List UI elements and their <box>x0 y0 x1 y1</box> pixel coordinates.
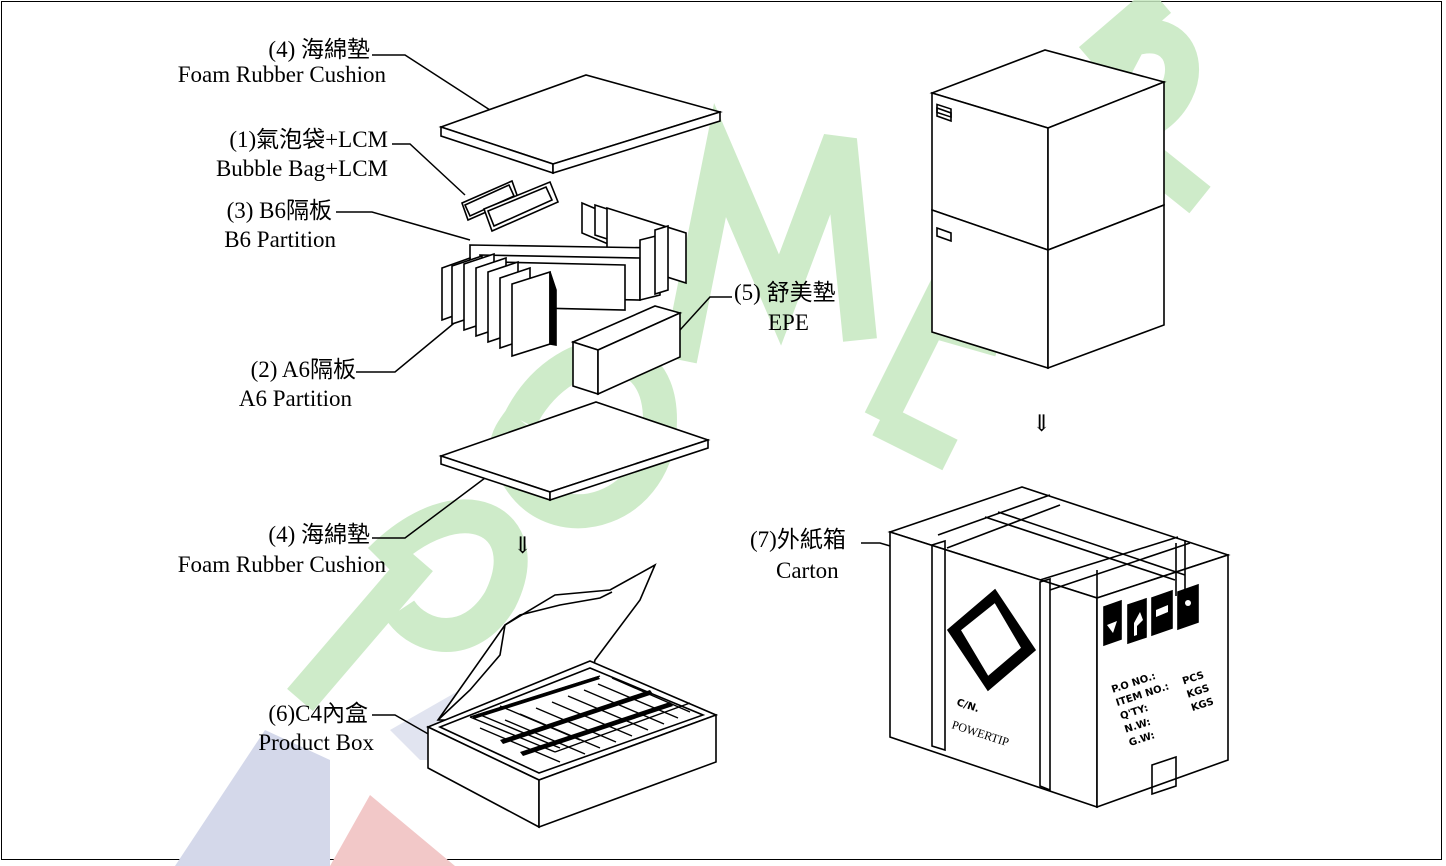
leader-foam-bottom <box>372 477 486 539</box>
label-box-zh: (6)C4內盒 <box>268 701 368 726</box>
arrow-down-1: ⇓ <box>513 533 532 558</box>
watermark-red-block <box>330 795 455 866</box>
label-b6-zh: (3) B6隔板 <box>227 198 332 223</box>
watermark-blue-block <box>175 730 330 866</box>
foam-cushion-top <box>438 74 723 175</box>
label-epe-en: EPE <box>768 310 809 335</box>
bubble-bags <box>460 179 560 233</box>
label-box-en: Product Box <box>258 730 374 755</box>
label-bubble-zh: (1)氣泡袋+LCM <box>229 127 388 152</box>
label-a6-en: A6 Partition <box>239 386 353 411</box>
leader-a6 <box>356 309 471 373</box>
leader-epe <box>679 296 732 331</box>
label-carton-en: Carton <box>776 558 839 583</box>
stacked-inner-boxes <box>929 49 1167 370</box>
arrow-down-2: ⇓ <box>1032 411 1051 436</box>
label-foam-bottom-en: Foam Rubber Cushion <box>178 552 387 577</box>
leader-box <box>372 714 431 736</box>
label-foam-top-zh: (4) 海綿墊 <box>268 37 370 62</box>
foam-cushion-bottom <box>438 401 711 502</box>
outer-carton <box>887 486 1231 809</box>
label-foam-top-en: Foam Rubber Cushion <box>178 62 387 87</box>
component-labels: (4) 海綿墊 Foam Rubber Cushion (1)氣泡袋+LCM B… <box>178 37 846 755</box>
leader-bubble <box>392 143 466 196</box>
leader-b6 <box>336 211 471 241</box>
callout-lines <box>336 54 939 736</box>
epe-block <box>570 305 683 396</box>
label-foam-bottom-zh: (4) 海綿墊 <box>268 522 370 547</box>
down-arrows: ⇓ ⇓ <box>513 411 1051 558</box>
label-carton-zh: (7)外紙箱 <box>750 527 846 552</box>
label-a6-zh: (2) A6隔板 <box>251 357 356 382</box>
label-epe-zh: (5) 舒美墊 <box>734 280 836 305</box>
partition-stack <box>441 201 687 358</box>
leader-foam-top <box>372 54 491 111</box>
product-box <box>426 563 719 829</box>
label-bubble-en: Bubble Bag+LCM <box>216 156 388 181</box>
label-b6-en: B6 Partition <box>224 227 336 252</box>
